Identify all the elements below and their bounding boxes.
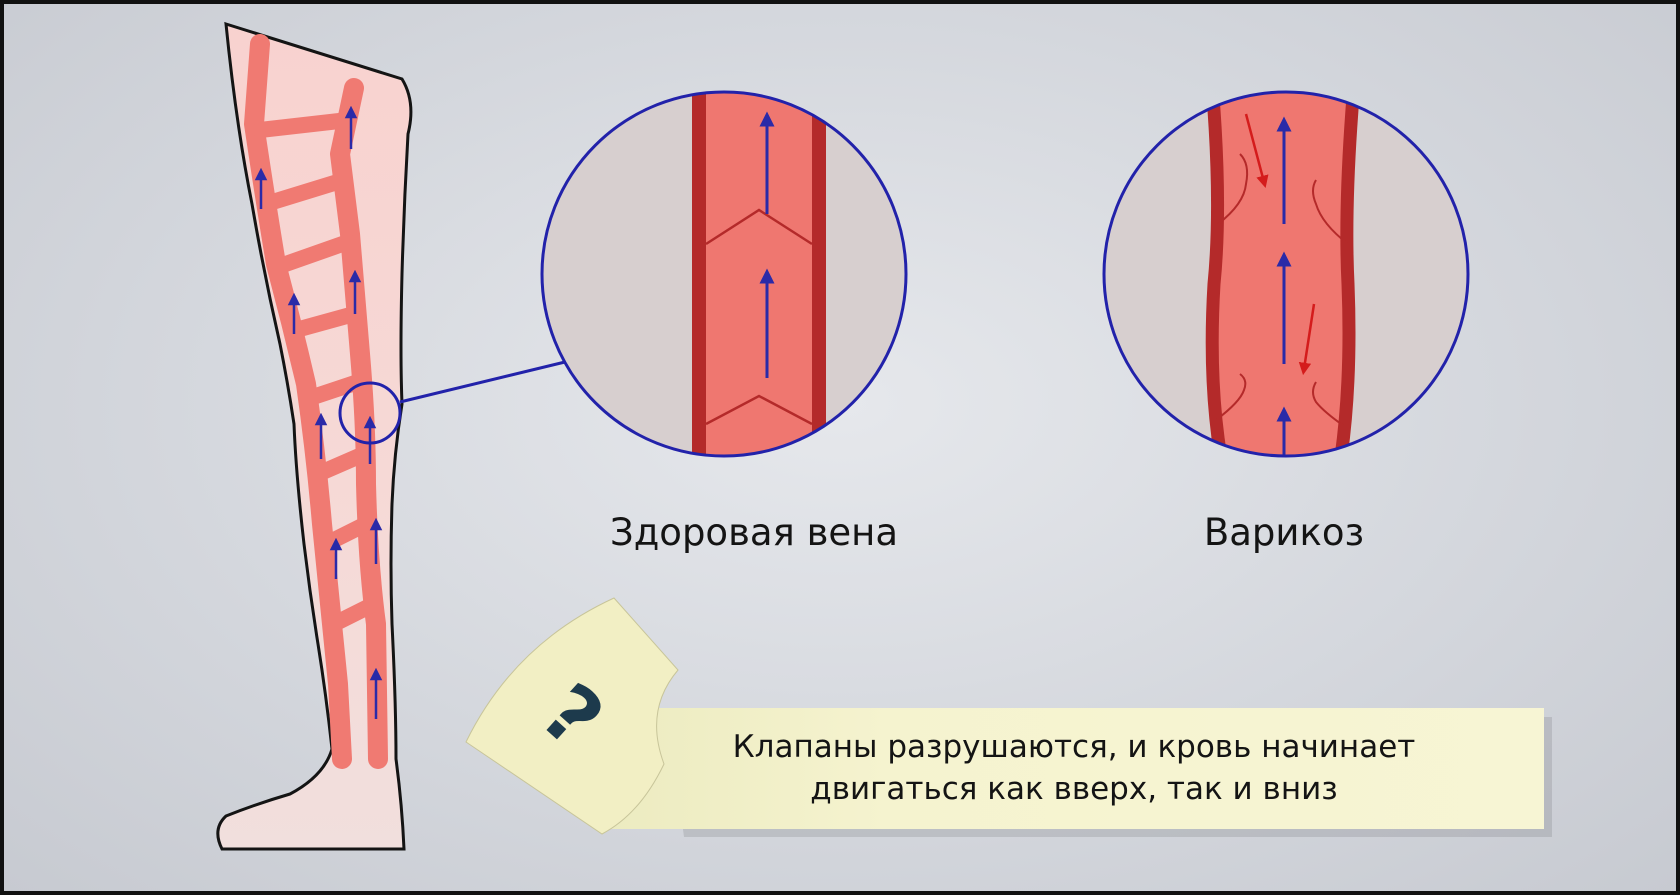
label-varicose: Варикоз	[1203, 511, 1365, 554]
leg-illustration	[216, 21, 413, 851]
healthy-vein-wall-left	[692, 92, 706, 456]
diagram-stage: ? Здоровая вена Варикоз Клапаны разрушаю…	[4, 4, 1676, 891]
varicose-flow-arrow-down-1	[1244, 113, 1269, 189]
varicose-valve-upper-left	[1217, 153, 1249, 225]
varicose-flow-arrow-down-2	[1298, 303, 1316, 376]
note-text: Клапаны разрушаются, и кровь начинает дв…	[704, 726, 1444, 810]
diagram-canvas: ?	[216, 21, 1552, 851]
leg-flow-arrows	[254, 105, 383, 719]
note-text-line-1: Клапаны разрушаются, и кровь начинает	[732, 729, 1416, 765]
note-curl-paper	[465, 597, 679, 835]
healthy-valve-lower	[705, 394, 813, 426]
healthy-vein-circle	[540, 90, 908, 458]
varicose-valve-lower-left	[1215, 373, 1247, 421]
varicose-valve-lower-right	[1312, 381, 1345, 427]
varicose-valve-upper-right	[1312, 179, 1349, 245]
varicose-vein-wall-left	[1205, 92, 1229, 456]
note-banner: ?	[465, 597, 1552, 837]
varicose-vein-wall-right	[1333, 92, 1361, 456]
magnifier-small-circle	[338, 381, 402, 445]
healthy-vein-wall-right	[812, 92, 826, 456]
label-healthy-vein: Здоровая вена	[610, 511, 898, 554]
healthy-valve-upper	[705, 208, 813, 246]
varicose-vein-circle	[1102, 90, 1470, 458]
note-text-line-2: двигаться как вверх, так и вниз	[810, 771, 1338, 807]
note-banner-strip	[604, 708, 1544, 829]
